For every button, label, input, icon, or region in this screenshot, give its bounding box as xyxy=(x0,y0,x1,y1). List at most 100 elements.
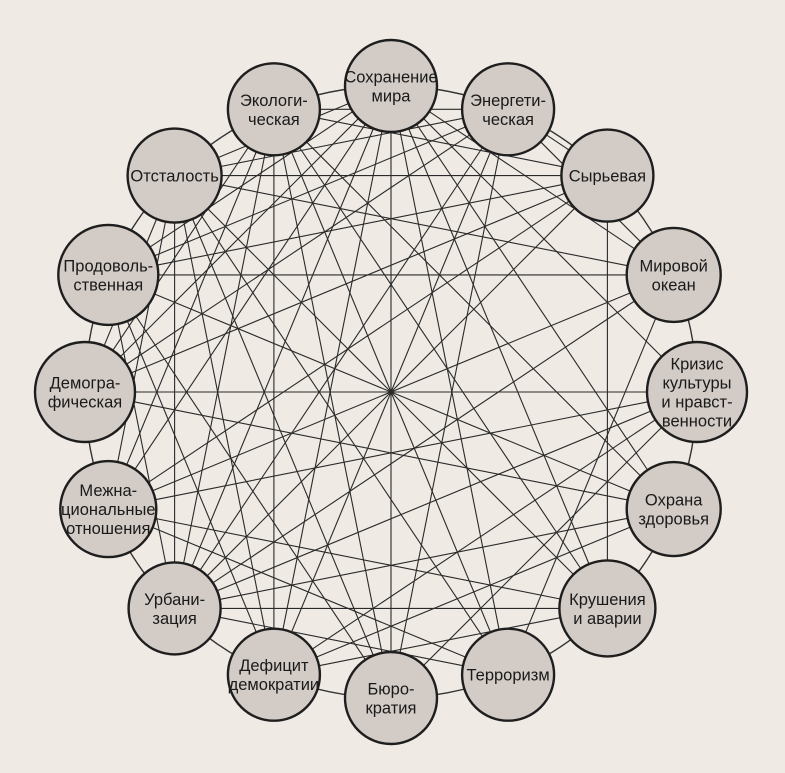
edge-peace-terror xyxy=(399,130,500,630)
node-demog: Демогра-фическая xyxy=(33,340,137,444)
edge-peace-health xyxy=(416,123,649,471)
node-raw: Сырьевая xyxy=(560,128,655,223)
edge-culture-urban xyxy=(216,410,652,592)
node-label: Энергети- xyxy=(470,92,546,110)
node-circle xyxy=(343,38,439,134)
edge-terror-urban xyxy=(219,616,464,667)
edge-democracy-backward xyxy=(183,221,266,630)
edge-health-urban xyxy=(219,517,628,600)
node-label: океан xyxy=(652,276,696,294)
edge-energy-food xyxy=(154,126,466,257)
node-label: кратия xyxy=(366,700,417,718)
edge-terror-ecology xyxy=(290,151,492,633)
node-label: Кризис xyxy=(670,356,723,374)
edge-ocean-backward xyxy=(220,184,628,267)
node-circle xyxy=(645,340,749,444)
edge-health-ecology xyxy=(306,141,641,477)
node-label: Демогра- xyxy=(50,375,121,393)
edge-peace-democracy xyxy=(282,130,383,630)
node-energy: Энергети-ческая xyxy=(460,62,556,157)
node-label: Охрана xyxy=(645,492,703,510)
edge-terror-ethnic xyxy=(152,526,466,658)
node-circle xyxy=(558,559,657,658)
node-label: ческая xyxy=(482,111,534,129)
node-label: Экологи- xyxy=(240,92,308,110)
edge-peace-culture xyxy=(423,118,662,357)
node-label: ственная xyxy=(73,276,143,294)
node-backward: Отсталость xyxy=(126,127,223,224)
connections-layer xyxy=(103,103,662,667)
node-label: отношения xyxy=(66,520,150,538)
node-label: и аварии xyxy=(573,610,641,628)
edge-culture-ethnic xyxy=(155,401,649,501)
node-label: фическая xyxy=(48,394,123,412)
node-label: циональные xyxy=(61,501,156,519)
edge-raw-ecology xyxy=(318,117,563,168)
edge-bureau-backward xyxy=(192,218,374,656)
node-circle xyxy=(625,460,722,558)
node-label: Мировой xyxy=(640,257,708,275)
node-label: Крушения xyxy=(569,591,646,609)
edge-accidents-ecology xyxy=(299,147,582,569)
edge-raw-food xyxy=(157,184,563,266)
node-label: Бюро- xyxy=(367,681,414,699)
edge-ocean-urban xyxy=(212,300,635,584)
node-label: венности xyxy=(662,413,732,431)
node-circle xyxy=(33,340,137,444)
edge-energy-urban xyxy=(199,147,483,571)
edge-urban-ecology xyxy=(183,154,266,564)
node-label: Терроризм xyxy=(467,667,550,685)
node-terror: Терроризм xyxy=(460,627,556,722)
edge-health-food xyxy=(154,293,631,492)
node-label: Продоволь- xyxy=(63,257,153,275)
node-label: Сохранение xyxy=(344,69,437,87)
node-label: мира xyxy=(372,88,412,106)
node-label: ческая xyxy=(248,111,300,129)
node-label: Сырьевая xyxy=(569,168,646,186)
node-label: Дефицит xyxy=(239,657,309,675)
node-circle xyxy=(625,226,722,324)
edge-energy-backward xyxy=(220,117,464,168)
edge-health-demog xyxy=(133,401,628,501)
node-label: Урбани- xyxy=(144,591,205,609)
edge-ethnic-ecology xyxy=(126,151,257,466)
edge-energy-raw xyxy=(545,134,570,151)
node-label: культуры xyxy=(662,375,731,393)
edge-peace-food xyxy=(149,111,354,248)
node-label: и нравст- xyxy=(661,394,732,412)
node-ecology: Экологи-ческая xyxy=(226,62,322,157)
node-circle xyxy=(560,128,655,223)
edge-raw-demog xyxy=(130,192,566,374)
node-label: демократии xyxy=(229,676,320,694)
node-label: Отсталость xyxy=(130,168,218,186)
node-label: здоровья xyxy=(638,511,709,529)
edge-culture-democracy xyxy=(311,419,656,650)
node-circle xyxy=(127,561,222,656)
node-circle xyxy=(343,650,439,746)
edge-bureau-ecology xyxy=(282,154,383,654)
node-circle xyxy=(126,127,223,224)
node-circle xyxy=(59,459,158,559)
node-bureau: Бюро-кратия xyxy=(343,650,439,746)
edge-energy-bureau xyxy=(399,154,500,654)
node-circle xyxy=(460,62,556,157)
edge-peace-demog xyxy=(120,118,359,357)
node-urban: Урбани-зация xyxy=(127,561,222,656)
node-circle xyxy=(57,223,160,327)
edge-raw-ethnic xyxy=(147,200,570,483)
node-food: Продоволь-ственная xyxy=(57,223,160,327)
edge-accidents-democracy xyxy=(318,617,561,667)
edge-peace-ethnic xyxy=(134,123,366,470)
node-label: Межна- xyxy=(79,482,137,500)
node-circle xyxy=(226,62,322,157)
edge-peace-ocean xyxy=(428,111,635,250)
edge-terror-backward xyxy=(200,214,483,637)
